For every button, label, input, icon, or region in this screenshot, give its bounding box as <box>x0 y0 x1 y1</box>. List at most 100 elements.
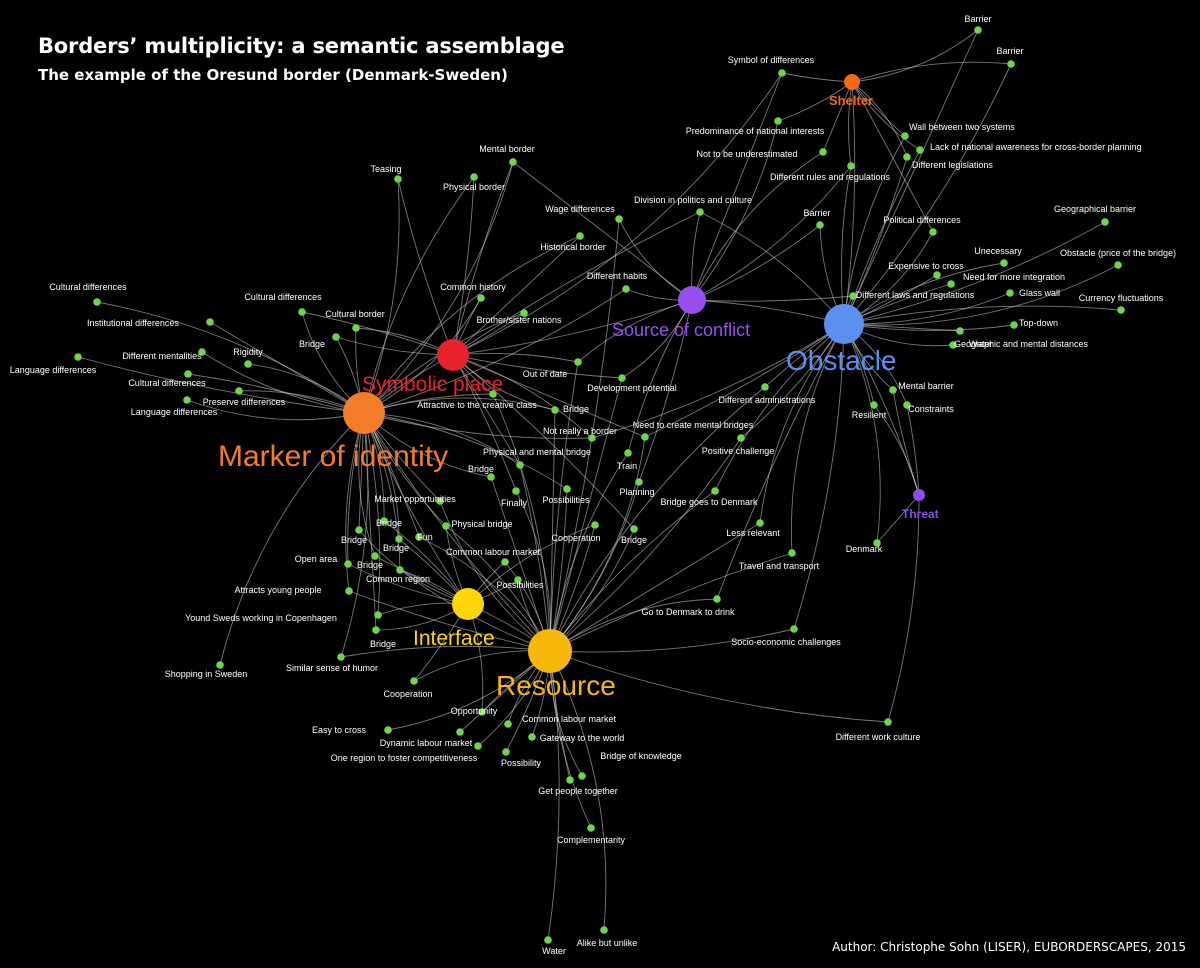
term-node-dynamic-labour-market[interactable] <box>456 728 464 736</box>
term-node-physical-and-mental-bridge[interactable] <box>516 461 524 469</box>
term-node-gateway-to-the-world[interactable] <box>528 733 536 741</box>
term-node-mental-barrier[interactable] <box>889 386 897 394</box>
term-node-development-potential[interactable] <box>618 374 626 382</box>
term-node-rigidity[interactable] <box>244 360 252 368</box>
term-node-bridge[interactable] <box>395 535 403 543</box>
term-node-brother-sister-nations[interactable] <box>520 309 528 317</box>
term-node-lack-of-national-awareness-for-cross-border-planning[interactable] <box>916 146 924 154</box>
term-node-bridge[interactable] <box>487 473 495 481</box>
term-node-symbol-of-differences[interactable] <box>778 69 786 77</box>
term-node-denmark[interactable] <box>873 539 881 547</box>
term-node-wage-differences[interactable] <box>615 215 623 223</box>
term-node-physical-border[interactable] <box>470 173 478 181</box>
hub-node-conflict[interactable] <box>678 286 706 314</box>
term-node-easy-to-cross[interactable] <box>384 726 392 734</box>
term-node-finally[interactable] <box>512 487 520 495</box>
term-node-need-to-create-mental-bridges[interactable] <box>641 433 649 441</box>
hub-node-shelter[interactable] <box>844 74 860 90</box>
term-node-mental-border[interactable] <box>509 158 517 166</box>
term-node-one-region-to-foster-competitiveness[interactable] <box>474 742 482 750</box>
term-node-not-to-be-underestimated[interactable] <box>819 148 827 156</box>
term-node-bridge[interactable] <box>372 626 380 634</box>
term-node-attracts-young-people[interactable] <box>345 587 353 595</box>
term-node-water[interactable] <box>956 327 964 335</box>
term-node-bridge[interactable] <box>630 525 638 533</box>
term-node-predominance-of-national-interests[interactable] <box>774 117 782 125</box>
term-node-cultural-differences[interactable] <box>184 370 192 378</box>
term-node-wall-between-two-systems[interactable] <box>901 132 909 140</box>
term-node-socio-economic-challenges[interactable] <box>790 625 798 633</box>
term-node-open-area[interactable] <box>344 560 352 568</box>
term-node-cultural-differences[interactable] <box>298 308 306 316</box>
term-node-common-labour-market[interactable] <box>501 558 509 566</box>
term-node-cooperation[interactable] <box>410 677 418 685</box>
term-node-planning[interactable] <box>635 478 643 486</box>
term-node-cultural-differences[interactable] <box>93 298 101 306</box>
term-node-possibilities[interactable] <box>514 576 522 584</box>
term-node-barrier[interactable] <box>974 26 982 34</box>
term-node-different-mentalities[interactable] <box>198 348 206 356</box>
term-node-fun[interactable] <box>415 533 423 541</box>
term-node-positive-challenge[interactable] <box>737 434 745 442</box>
term-node-bridge-of-knowledge[interactable] <box>578 772 586 780</box>
term-node-shopping-in-sweden[interactable] <box>216 661 224 669</box>
term-node-glass-wall[interactable] <box>1006 289 1014 297</box>
term-node-bridge[interactable] <box>551 406 559 414</box>
term-node-currency-fluctuations[interactable] <box>1117 306 1125 314</box>
term-node-train[interactable] <box>624 449 632 457</box>
term-node-obstacle-price-of-the-bridge[interactable] <box>1114 261 1122 269</box>
term-node-expensive-to-cross[interactable] <box>933 271 941 279</box>
hub-node-threat[interactable] <box>913 489 925 501</box>
term-node-language-differences[interactable] <box>183 396 191 404</box>
term-node-top-down[interactable] <box>1010 321 1018 329</box>
term-node-geographic-and-mental-distances[interactable] <box>949 341 957 349</box>
term-node-cooperation[interactable] <box>591 521 599 529</box>
term-node-different-work-culture[interactable] <box>884 718 892 726</box>
term-node-less-relevant[interactable] <box>756 519 764 527</box>
term-node-barrier[interactable] <box>816 221 824 229</box>
term-node-bridge-goes-to-denmark[interactable] <box>711 487 719 495</box>
hub-node-symbolic[interactable] <box>437 339 469 371</box>
term-node-bridge[interactable] <box>355 526 363 534</box>
term-node-get-people-together[interactable] <box>566 776 574 784</box>
term-node-similar-sense-of-humor[interactable] <box>337 653 345 661</box>
term-node-resilient[interactable] <box>870 401 878 409</box>
term-node-geographical-barrier[interactable] <box>1101 218 1109 226</box>
term-node-complementarity[interactable] <box>587 824 595 832</box>
term-node-preserve-differences[interactable] <box>235 387 243 395</box>
term-node-opportunity[interactable] <box>478 708 486 716</box>
term-node-market-opportunities[interactable] <box>436 497 444 505</box>
term-node-barrier[interactable] <box>1007 60 1015 68</box>
hub-node-resource[interactable] <box>528 629 572 673</box>
hub-node-obstacle[interactable] <box>824 304 864 344</box>
term-node-constraints[interactable] <box>903 401 911 409</box>
term-node-institutional-differences[interactable] <box>206 318 214 326</box>
term-node-physical-bridge[interactable] <box>442 522 450 530</box>
term-node-historical-border[interactable] <box>576 232 584 240</box>
term-node-out-of-date[interactable] <box>574 358 582 366</box>
term-node-unecessary[interactable] <box>1000 259 1008 267</box>
term-node-water[interactable] <box>544 936 552 944</box>
term-node-possibilities[interactable] <box>563 485 571 493</box>
term-node-common-region[interactable] <box>396 566 404 574</box>
term-node-cultural-border[interactable] <box>352 324 360 332</box>
term-node-division-in-politics-and-culture[interactable] <box>696 208 704 216</box>
term-node-go-to-denmark-to-drink[interactable] <box>713 595 721 603</box>
term-node-alike-but-unlike[interactable] <box>600 926 608 934</box>
term-node-bridge[interactable] <box>332 333 340 341</box>
term-node-different-administrations[interactable] <box>761 383 769 391</box>
term-node-language-differences[interactable] <box>74 353 82 361</box>
hub-node-interface[interactable] <box>452 588 484 620</box>
term-node-bridge[interactable] <box>380 517 388 525</box>
term-node-common-history[interactable] <box>477 294 485 302</box>
term-node-different-laws-and-regulations[interactable] <box>849 292 857 300</box>
term-node-attractive-to-the-creative-class[interactable] <box>489 390 497 398</box>
term-node-common-labour-market[interactable] <box>504 720 512 728</box>
term-node-different-legislations[interactable] <box>903 153 911 161</box>
term-node-different-rules-and-regulations[interactable] <box>847 162 855 170</box>
term-node-yound-sweds-working-in-copenhagen[interactable] <box>374 611 382 619</box>
term-node-possibility[interactable] <box>502 748 510 756</box>
term-node-travel-and-transport[interactable] <box>788 549 796 557</box>
term-node-need-for-more-integration[interactable] <box>947 280 955 288</box>
term-node-bridge[interactable] <box>371 552 379 560</box>
